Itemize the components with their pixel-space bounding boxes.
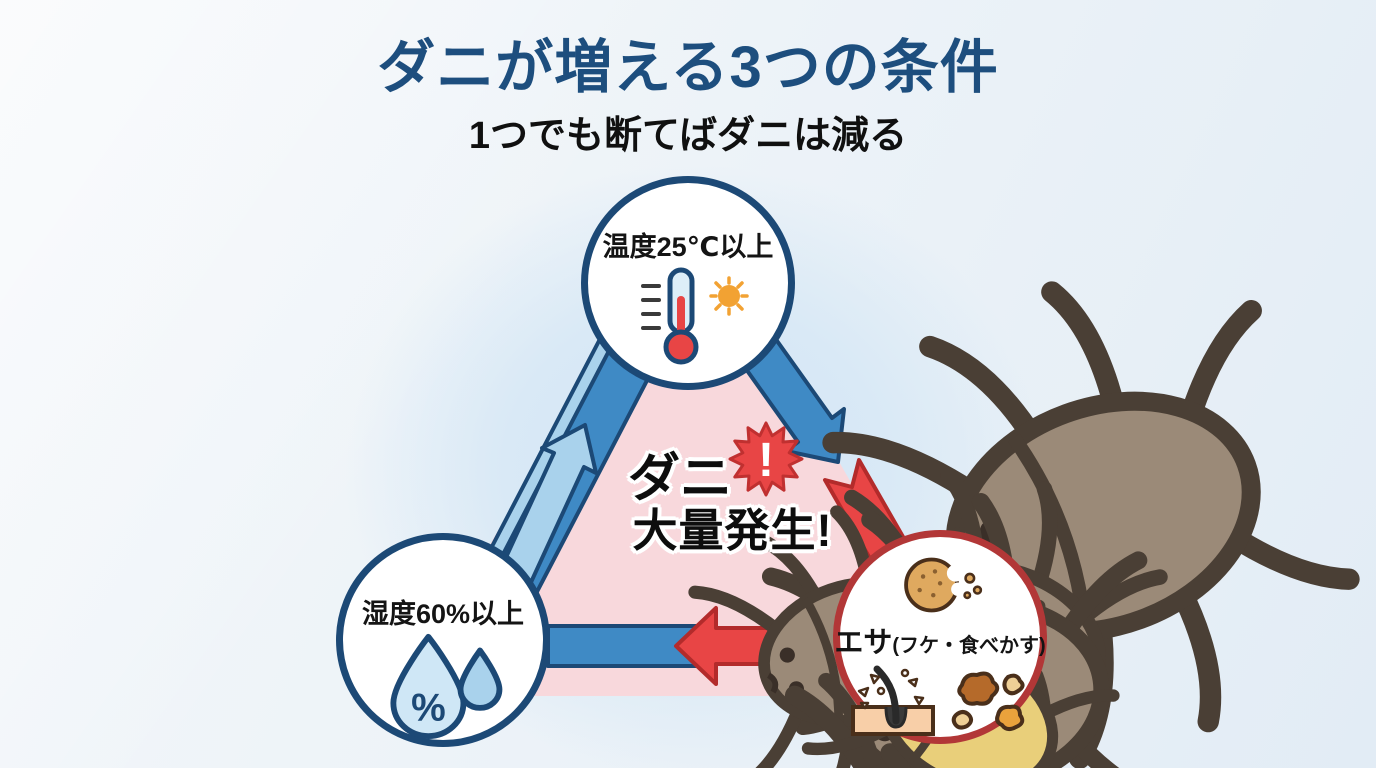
sun-icon (709, 276, 749, 316)
alert-burst-icon: ! (728, 421, 804, 497)
percent-symbol: % (411, 687, 446, 730)
hair-follicle-icon (851, 665, 935, 736)
thermometer-sun-icon (641, 267, 749, 365)
page-title: ダニが増える3つの条件 (377, 35, 999, 100)
alert-exclamation: ! (758, 434, 774, 487)
food-label-main: エサ (834, 627, 893, 659)
cookie-icon (903, 557, 982, 613)
temperature-label: 温度25℃以上 (602, 232, 774, 262)
humidity-label: 湿度60%以上 (361, 599, 525, 629)
food-label-sub: (フケ・食べかす) (892, 635, 1046, 657)
node-temperature: 温度25℃以上 (581, 176, 795, 390)
food-icons (847, 663, 1033, 737)
node-humidity: 湿度60%以上 % (336, 533, 550, 747)
food-label: エサ(フケ・食べかす) (834, 619, 1045, 661)
water-drops-icon: % (390, 633, 503, 739)
crumbs-icon (951, 671, 1025, 732)
node-food: エサ(フケ・食べかす) (833, 530, 1047, 744)
page-subtitle: 1つでも断てばダニは減る (468, 115, 908, 157)
center-text-line1: ダニ (627, 450, 732, 508)
center-text-line2: 大量発生! (632, 505, 833, 556)
